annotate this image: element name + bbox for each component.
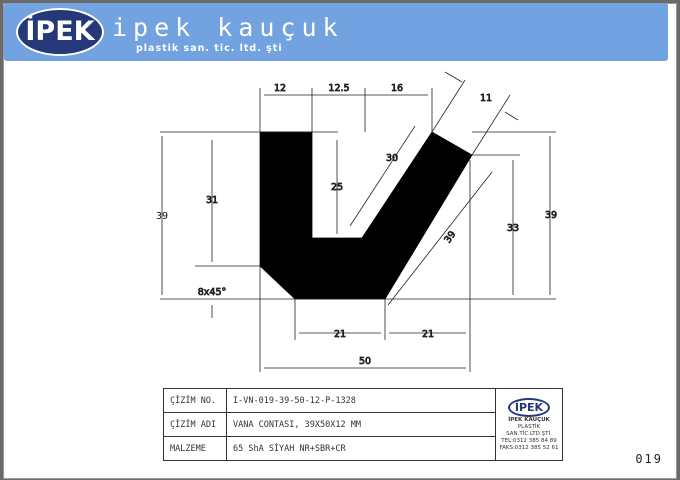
dim-inner-diag: 30 bbox=[386, 153, 398, 164]
dim-outer-diag: 39 bbox=[442, 229, 458, 245]
stamp-name: İPEK KAUÇUK bbox=[508, 416, 550, 423]
dim-left-inner: 31 bbox=[206, 195, 218, 206]
stamp-line3: SAN.TİC.LTD.ŞTİ. bbox=[506, 430, 552, 437]
dim-bottom-a: 21 bbox=[334, 329, 346, 340]
stamp-logo: İPEK bbox=[507, 397, 551, 417]
page-number: 019 bbox=[635, 452, 663, 466]
dimension-lines bbox=[160, 71, 556, 372]
row-label: ÇİZİM ADI bbox=[163, 412, 227, 437]
dim-chamfer: 8x45° bbox=[198, 287, 227, 298]
row-value: VANA CONTASI, 39X50X12 MM bbox=[226, 412, 496, 437]
brand-subtitle: plastik san. tic. ltd. şti bbox=[136, 43, 283, 54]
dim-top-b: 12.5 bbox=[328, 83, 349, 94]
dim-right-inner: 33 bbox=[507, 223, 519, 234]
seal-profile bbox=[259, 131, 473, 300]
header-banner: İPEK ipek kauçuk plastik san. tic. ltd. … bbox=[4, 3, 668, 61]
stamp-line2: PLASTİK bbox=[517, 423, 541, 430]
dim-slot-depth: 25 bbox=[331, 182, 343, 193]
row-value: I-VN-019-39-50-12-P-1328 bbox=[226, 388, 496, 413]
stamp-tel: TEL:0312 385 84 89 bbox=[501, 437, 557, 444]
dim-bottom-b: 21 bbox=[422, 329, 434, 340]
company-stamp: İPEK İPEK KAUÇUK PLASTİK SAN.TİC.LTD.ŞTİ… bbox=[495, 388, 563, 461]
dim-top-a: 12 bbox=[274, 83, 286, 94]
company-logo: İPEK bbox=[16, 8, 104, 56]
dim-overall-width: 50 bbox=[359, 356, 371, 367]
row-label: MALZEME bbox=[163, 436, 227, 461]
stamp-fax: FAKS:0312 385 52 61 bbox=[499, 444, 559, 451]
dim-left-outer: 39 bbox=[156, 211, 168, 222]
table-row: ÇİZİM NO.I-VN-019-39-50-12-P-1328 İPEK İ… bbox=[163, 388, 563, 461]
dim-angle-width: 11 bbox=[480, 93, 492, 104]
brand-name: ipek kauçuk bbox=[112, 13, 344, 42]
dim-top-c: 16 bbox=[391, 83, 403, 94]
row-label: ÇİZİM NO. bbox=[163, 388, 227, 413]
dim-right-outer: 39 bbox=[545, 210, 557, 221]
title-block: ÇİZİM NO.I-VN-019-39-50-12-P-1328 İPEK İ… bbox=[163, 388, 563, 461]
row-value: 65 ShA SİYAH NR+SBR+CR bbox=[226, 436, 496, 461]
